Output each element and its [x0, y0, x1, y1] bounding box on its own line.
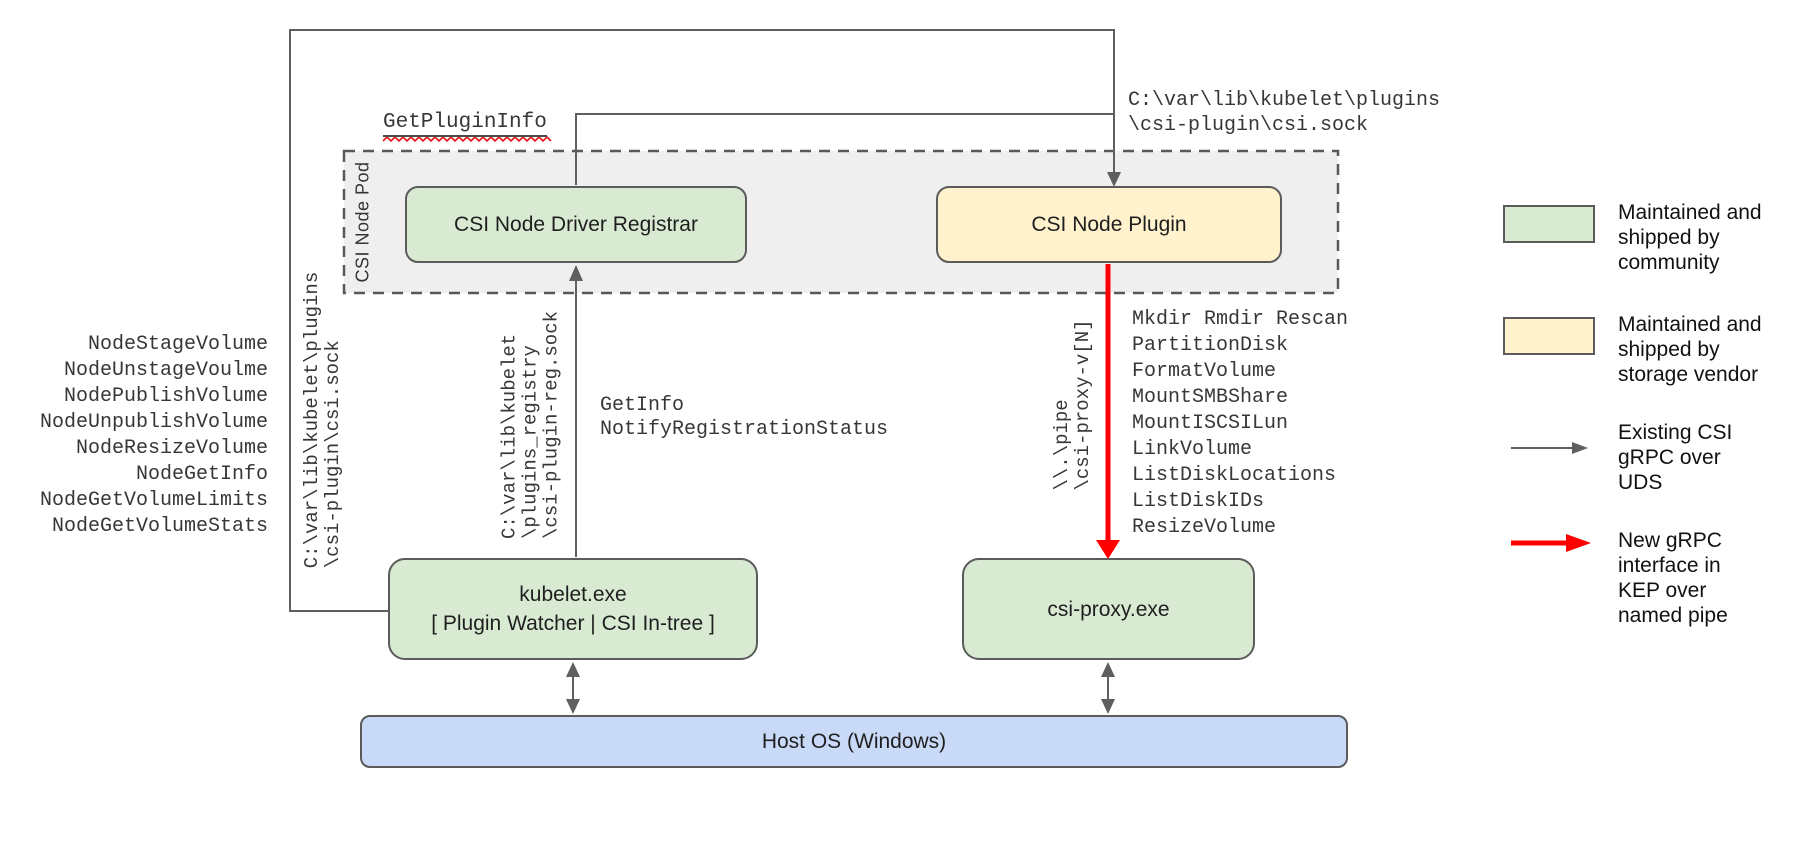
csi-sock-path-vertical-label: C:\var\lib\kubelet\plugins \csi-plugin\c… — [301, 271, 344, 569]
proxy-calls-list: Mkdir Rmdir Rescan PartitionDisk FormatV… — [1132, 308, 1349, 539]
arrowhead-into-registrar — [569, 265, 583, 281]
named-pipe-vertical-label: \\.\pipe \csi-proxy-v[N] — [1051, 319, 1094, 491]
arrowhead-host-right — [1101, 699, 1115, 714]
registrar-label: CSI Node Driver Registrar — [454, 213, 698, 236]
kubelet-subtitle: [ Plugin Watcher | CSI In-tree ] — [431, 612, 715, 635]
host-os-label: Host OS (Windows) — [761, 730, 947, 753]
legend-uds-label: Existing CSI gRPC over UDS — [1618, 421, 1733, 494]
host-os-box: Host OS (Windows) — [360, 715, 1348, 768]
csi-proxy-box: csi-proxy.exe — [962, 558, 1255, 660]
csi-node-driver-registrar-box: CSI Node Driver Registrar — [405, 186, 747, 263]
legend-vendor-swatch — [1503, 317, 1595, 355]
registrar-to-plugin-connector — [575, 113, 1113, 185]
legend-vendor-label: Maintained and shipped by storage vendor — [1618, 313, 1762, 386]
csi-proxy-label: csi-proxy.exe — [1047, 597, 1170, 621]
plugin-label: CSI Node Plugin — [1031, 213, 1187, 236]
kubelet-to-plugin-connector — [289, 29, 1115, 612]
arrowhead-proxy — [1101, 662, 1115, 677]
spellcheck-squiggle — [382, 135, 552, 143]
arrowhead-into-plugin — [1107, 172, 1121, 187]
registration-calls-label: GetInfo NotifyRegistrationStatus — [600, 394, 889, 441]
kubelet-title: kubelet.exe — [519, 583, 627, 606]
csi-node-plugin-box: CSI Node Plugin — [936, 186, 1282, 263]
csi-sock-path-label: C:\var\lib\kubelet\plugins \csi-plugin\c… — [1128, 89, 1441, 137]
legend-community-swatch — [1503, 205, 1595, 243]
legend-red-arrowhead — [1566, 534, 1591, 552]
node-csi-calls-list: NodeStageVolume NodeUnstageVoulme NodePu… — [39, 333, 268, 538]
arrowhead-into-proxy — [1096, 540, 1120, 559]
kubelet-box: kubelet.exe [ Plugin Watcher | CSI In-tr… — [388, 558, 758, 660]
arrowhead-host-left — [566, 699, 580, 714]
registry-sock-path-vertical-label: C:\var\lib\kubelet \plugins_registry \cs… — [498, 310, 563, 540]
legend-community-label: Maintained and shipped by community — [1618, 201, 1762, 274]
legend-gray-arrowhead — [1572, 442, 1588, 454]
get-plugin-info-label: GetPluginInfo — [383, 112, 547, 137]
legend-namedpipe-label: New gRPC interface in KEP over named pip… — [1618, 529, 1728, 627]
csi-node-pod-label: CSI Node Pod — [352, 161, 373, 283]
arrowhead-kubelet — [566, 662, 580, 677]
